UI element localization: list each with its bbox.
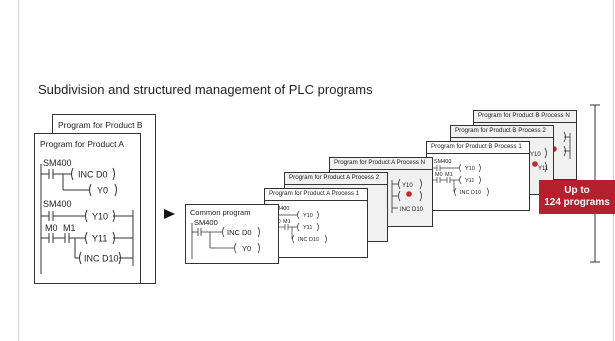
- common-contact: SM400: [194, 218, 218, 227]
- stack-title-a-1: Program for Product A Process 1: [269, 190, 360, 197]
- stack-title-b-n: Program for Product B Process N: [478, 112, 570, 119]
- a-rung1-coil: Y0: [97, 186, 108, 196]
- a1-contact: SM400: [272, 206, 289, 212]
- stack-a-n-ladder: Y10 INC D10: [391, 178, 424, 213]
- b1-coil1: Y10: [465, 166, 475, 172]
- a1-coil1: Y10: [303, 213, 313, 219]
- product-a-ladder: SM400 INC D0 Y0 SM400 Y10 M0 M1 Y11 INC …: [40, 158, 134, 274]
- content-frame: [18, 0, 614, 341]
- product-b-title: Program for Product B: [58, 120, 143, 130]
- b1-instr: INC D10: [460, 190, 481, 196]
- badge-line2: 124 programs: [544, 197, 610, 208]
- program-count-badge: Up to 124 programs: [539, 180, 615, 214]
- b1-c2: M1: [445, 172, 453, 178]
- a-rung1-contact: SM400: [43, 158, 72, 168]
- an-peek-y10: Y10: [402, 183, 413, 189]
- b2-peek-y10: Y10: [530, 152, 541, 158]
- a-rung1-instr: INC D0: [78, 170, 108, 180]
- b1-coil2: Y11: [465, 178, 474, 184]
- marker-dot: [406, 191, 412, 197]
- badge-line1: Up to: [564, 185, 590, 196]
- stack-title-b-1: Program for Product B Process 1: [431, 143, 522, 150]
- a-rung3-contact2: M1: [63, 223, 76, 233]
- a1-coil2: Y11: [303, 225, 312, 231]
- a1-c2: M1: [283, 219, 291, 225]
- a1-instr: INC D10: [298, 237, 319, 243]
- a-rung3-coil: Y11: [92, 234, 107, 244]
- stack-b-1-ladder: SM400 Y10 M0 M1 Y11 INC D10: [431, 159, 489, 200]
- a-rung3-instr: INC D10: [84, 254, 119, 264]
- diagram-heading: Subdivision and structured management of…: [38, 82, 373, 97]
- b1-c1: M0: [435, 172, 443, 178]
- a-rung3-contact1: M0: [45, 223, 58, 233]
- stack-title-a-n: Program for Product A Process N: [334, 159, 426, 166]
- a-rung2-coil: Y10: [92, 212, 108, 222]
- common-program-box: Common program SM400 INC D0 Y0: [185, 204, 279, 264]
- stack-a-1-ladder: SM400 Y10 M0 M1 Y11 INC D10: [269, 206, 327, 247]
- common-title: Common program: [190, 208, 251, 217]
- stack-card-b-1: Program for Product B Process 1 SM400 Y1…: [426, 141, 530, 211]
- product-a-program-box: Program for Product A: [34, 133, 141, 284]
- an-peek-instr: INC D10: [400, 207, 424, 213]
- common-coil: Y0: [242, 244, 251, 253]
- common-instr: INC D0: [227, 228, 252, 237]
- common-ladder: SM400 INC D0 Y0: [191, 218, 260, 259]
- arrow-right-icon: [164, 209, 175, 219]
- product-a-title: Program for Product A: [40, 139, 125, 149]
- stack-title-a-2: Program for Product A Process 2: [289, 174, 380, 181]
- stack-title-b-2: Program for Product B Process 2: [455, 127, 546, 134]
- marker-dot: [532, 161, 538, 167]
- b1-contact: SM400: [434, 159, 451, 165]
- a-rung2-contact: SM400: [43, 199, 72, 209]
- b2-peek-y11: Y11: [538, 166, 549, 172]
